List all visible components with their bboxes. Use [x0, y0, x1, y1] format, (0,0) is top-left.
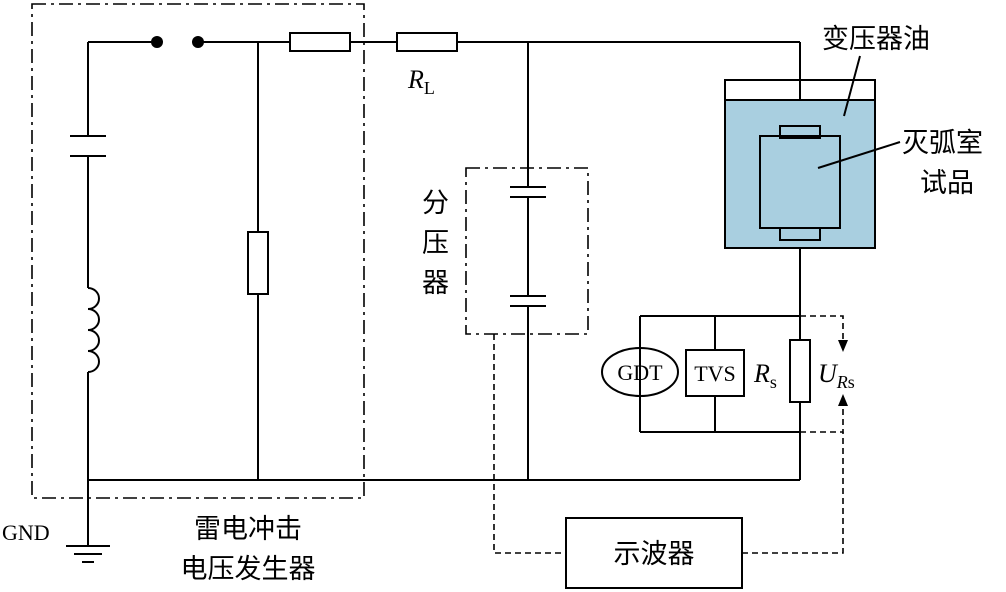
- rl-label: RL: [407, 65, 435, 98]
- arc-chamber-label-line2: 试品: [920, 168, 974, 199]
- generator-inductor: [87, 287, 100, 373]
- load-resistor: [396, 32, 458, 52]
- tvs-label: TVS: [694, 361, 736, 386]
- spark-gap-electrode-right: [192, 36, 204, 48]
- tvs-component: [685, 349, 745, 397]
- divider-label-char1: 分: [422, 188, 449, 219]
- ground-symbol: [66, 545, 110, 563]
- oil-tank: [724, 79, 876, 249]
- voltage-divider-enclosure: [465, 167, 589, 335]
- rs-label: Rs: [753, 359, 777, 392]
- arc-chamber-test-object: [759, 125, 841, 241]
- generator-label-line2: 电压发生器: [181, 554, 316, 585]
- gdt-label: GDT: [617, 360, 663, 385]
- chamber-leader-line: [817, 141, 901, 169]
- arc-chamber-label-line1: 灭弧室: [902, 128, 983, 159]
- transformer-oil: [726, 100, 874, 247]
- gdt-component: [601, 347, 679, 397]
- sampling-resistor: [789, 339, 811, 403]
- transformer-oil-label: 变压器油: [822, 24, 930, 55]
- spark-gap-electrode-left: [151, 36, 163, 48]
- oil-leader-line: [843, 55, 861, 117]
- gnd-label: GND: [2, 520, 50, 545]
- generator-capacitor: [70, 135, 106, 157]
- divider-capacitor-upper: [510, 186, 546, 198]
- oscilloscope-label: 示波器: [614, 539, 695, 570]
- divider-probe-lead: [493, 334, 566, 554]
- urs-measurement-arrows: [800, 315, 848, 433]
- divider-label-char3: 器: [422, 268, 449, 299]
- generator-parallel-resistor: [247, 231, 269, 295]
- urs-probe-lead: [742, 432, 844, 554]
- divider-capacitor-lower: [510, 295, 546, 307]
- generator-series-resistor: [289, 32, 351, 52]
- divider-label-char2: 压: [422, 228, 449, 259]
- generator-label-line1: 雷电冲击: [194, 514, 302, 545]
- generator-enclosure: [31, 3, 365, 499]
- main-wiring: [87, 41, 801, 546]
- urs-label: URs: [818, 359, 855, 392]
